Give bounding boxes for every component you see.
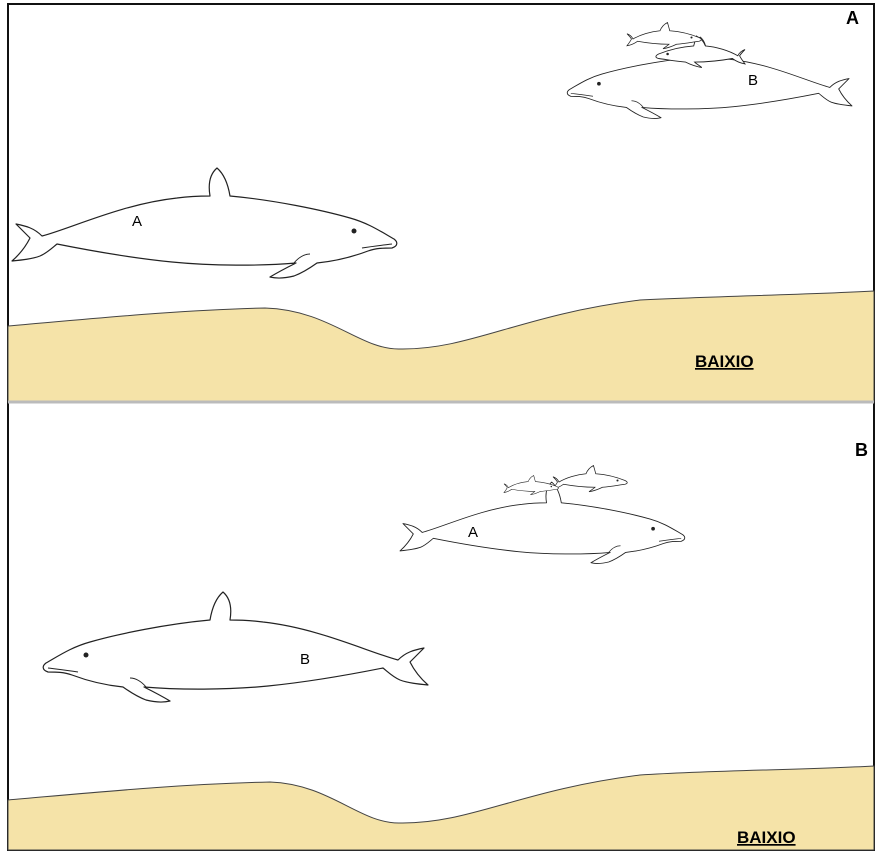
panel-b: B A B BAIXIO xyxy=(8,440,874,850)
dolphin-label-a: A xyxy=(132,213,142,230)
calf-dolphin-b xyxy=(553,466,627,492)
shoal-sand-a xyxy=(8,291,874,402)
dolphin-a-large xyxy=(12,168,397,278)
shoal-label-a: BAIXIO xyxy=(695,352,754,371)
outer-border xyxy=(8,4,874,850)
calf-dolphin-a2 xyxy=(627,23,701,49)
panel-label-a: A xyxy=(846,8,859,28)
dolphin-b-large xyxy=(43,592,428,702)
panel-label-b: B xyxy=(855,440,868,460)
shoal-label-b: BAIXIO xyxy=(737,828,796,847)
dolphin-label-b: B xyxy=(748,72,758,89)
panel-a: A A B BAIXIO xyxy=(8,8,874,402)
dolphin-label-a-b: A xyxy=(468,524,478,541)
dolphin-b-with-calf xyxy=(567,23,852,119)
dolphin-label-b-b: B xyxy=(300,651,310,668)
dolphin-a-with-calf xyxy=(400,466,685,564)
